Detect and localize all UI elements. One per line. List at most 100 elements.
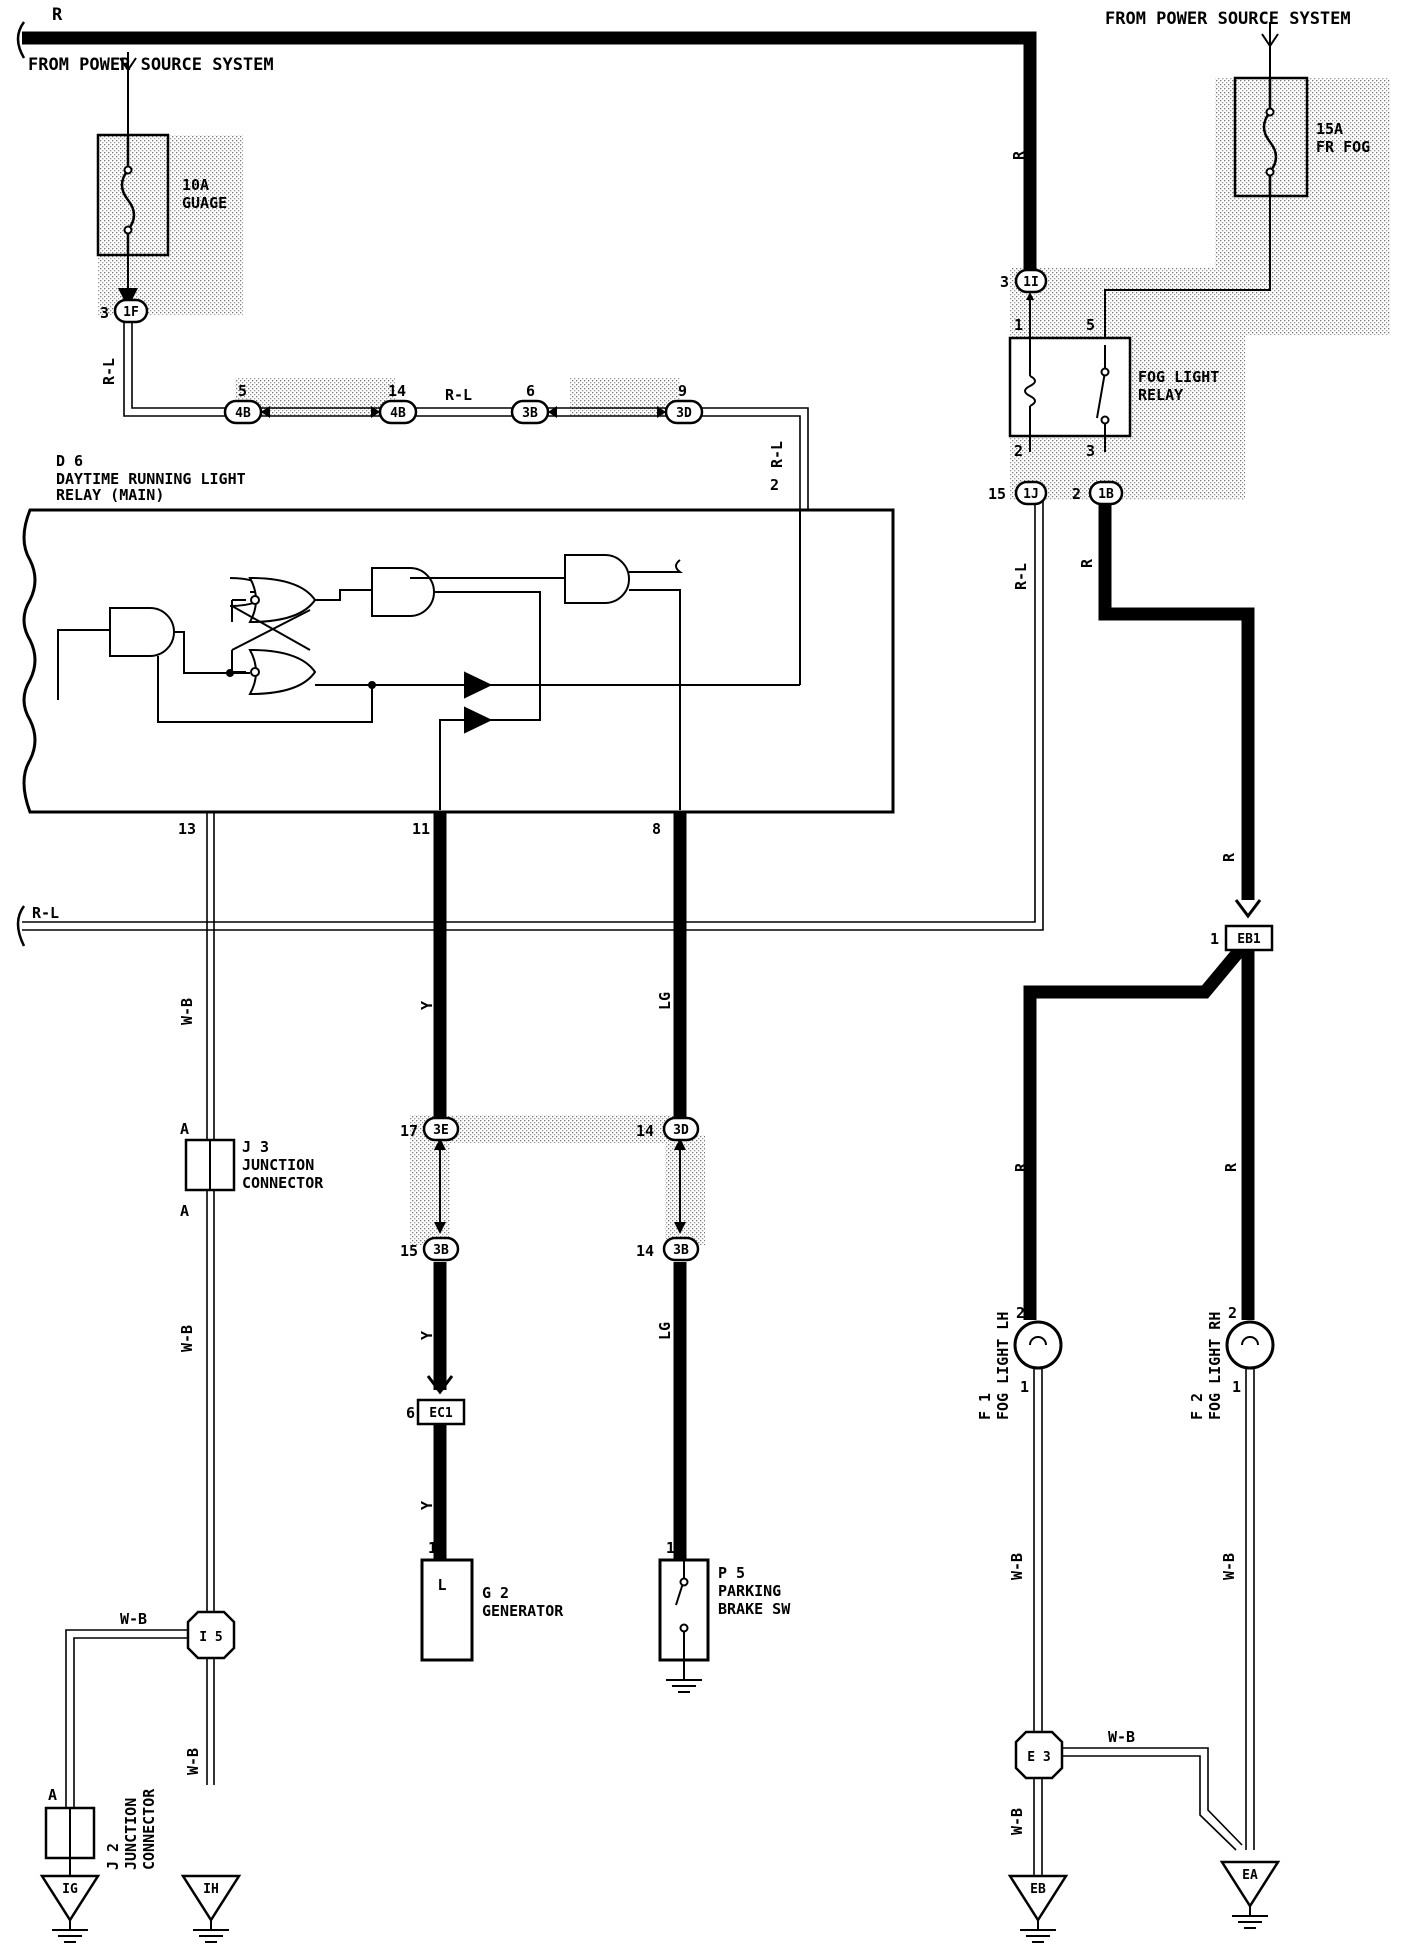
- splice-e3-label: E 3: [1027, 1750, 1050, 1765]
- arrow-power-right: [1261, 33, 1279, 48]
- arrows-lg-splice: [674, 1138, 686, 1234]
- fuse-gauge-node-bottom: [123, 225, 133, 235]
- parking-brake-name-2: BRAKE SW: [718, 1600, 791, 1618]
- wire-rl-left-a: [22, 494, 1036, 923]
- wire-fuse-fog-to-relay: [1104, 196, 1271, 345]
- parking-brake-pin: 1: [666, 1539, 675, 1557]
- parking-brake-name-1: PARKING: [718, 1582, 781, 1600]
- wire-color-rl-mid: R-L: [445, 386, 472, 404]
- fog-relay-name-1: FOG LIGHT: [1138, 368, 1219, 386]
- wire-color-wb-13: W-B: [178, 998, 196, 1025]
- pin-13: 13: [178, 820, 196, 838]
- parking-brake-node-top: [679, 1577, 689, 1587]
- connector-ec1: EC1: [416, 1398, 466, 1426]
- fog-light-lh-pin-top: 2: [1016, 1304, 1025, 1322]
- fog-light-lh-filament: [1029, 1336, 1047, 1346]
- svg-text:1F: 1F: [123, 305, 139, 320]
- wire-color-rl-left: R-L: [32, 904, 59, 922]
- ground-eb-label: EB: [1030, 1882, 1046, 1897]
- fuse-gauge-node-top: [123, 165, 133, 175]
- svg-text:EC1: EC1: [429, 1406, 453, 1421]
- fog-relay-node-bottom: [1100, 415, 1110, 425]
- connector-eb1: EB1: [1224, 924, 1274, 952]
- junction-dot-2: [368, 681, 376, 689]
- wire-color-rl-fog-relay: R-L: [1012, 563, 1030, 590]
- pin-8: 8: [652, 820, 661, 838]
- splice-i5-label: I 5: [199, 1630, 222, 1645]
- wire-r-lh: [1023, 945, 1245, 1320]
- fog-light-rh-filament: [1241, 1336, 1259, 1346]
- fog-relay-name-2: RELAY: [1138, 386, 1183, 404]
- wire-rl-top-b: [131, 322, 809, 510]
- pin-4b-b: 14: [388, 382, 406, 400]
- pin-fr2: 2: [1014, 442, 1023, 460]
- fuse-gauge-name: GUAGE: [182, 194, 227, 212]
- wire-break-left: [16, 905, 26, 947]
- svg-text:3B: 3B: [673, 1243, 689, 1258]
- pin-1i: 3: [1000, 273, 1009, 291]
- wire-break-top: [16, 21, 26, 59]
- ground-ig-symbol: [52, 1920, 88, 1943]
- wire-rl-top-a: [123, 322, 801, 510]
- ground-ea-symbol: [1232, 1906, 1268, 1929]
- svg-text:3E: 3E: [433, 1123, 449, 1138]
- svg-text:1B: 1B: [1098, 487, 1114, 502]
- pin-3b-b: 15: [400, 1242, 418, 1260]
- connector-4b-b: 4B: [378, 399, 418, 425]
- ground-eb-symbol: [1020, 1920, 1056, 1943]
- connector-3e: 3E: [422, 1116, 460, 1142]
- wire-color-y-3b: Y: [418, 1331, 436, 1340]
- junction-j2-id: J 2: [104, 1843, 122, 1870]
- ground-ig-triangle: [39, 1874, 101, 1923]
- splice-shade-3b: [570, 378, 680, 416]
- svg-text:3B: 3B: [522, 406, 538, 421]
- arrow-y-ec1: [426, 1375, 454, 1395]
- relay-main-box: [22, 508, 895, 814]
- pin-3d-a: 9: [678, 382, 687, 400]
- wire-rl-left-b: [22, 494, 1044, 931]
- connector-4b-a: 4B: [223, 399, 263, 425]
- splice-shade-lg: [665, 1135, 705, 1245]
- splice-shade-y: [410, 1135, 450, 1245]
- pin-11: 11: [412, 820, 430, 838]
- fog-light-rh-id: F 2: [1188, 1393, 1206, 1420]
- fuse-gauge-rating: 10A: [182, 176, 209, 194]
- pin-fr3: 3: [1086, 442, 1095, 460]
- power-source-right-label: FROM POWER SOURCE SYSTEM: [1105, 9, 1351, 29]
- wire-color-wb-e3: W-B: [1108, 1728, 1135, 1746]
- wire-color-wb-j3: W-B: [178, 1325, 196, 1352]
- fog-relay-coil: [1024, 375, 1036, 407]
- fog-light-lh-bulb: [1013, 1320, 1063, 1370]
- ground-ih-symbol: [193, 1920, 229, 1943]
- svg-text:3B: 3B: [433, 1243, 449, 1258]
- fuse-gauge-box: [96, 133, 170, 257]
- wire-color-rl-to-relay: R-L: [768, 441, 786, 468]
- fog-light-rh-bulb: [1225, 1320, 1275, 1370]
- pin-fr5: 5: [1086, 316, 1095, 334]
- fog-relay-node-top: [1100, 367, 1110, 377]
- ground-ih-triangle: [180, 1874, 242, 1923]
- arrow-power-left: [119, 57, 137, 72]
- wire-color-r-right-vertical: R: [1010, 150, 1028, 160]
- connector-1j: 1J: [1014, 480, 1048, 506]
- connector-3b-b: 3B: [422, 1236, 460, 1262]
- power-source-left-label: FROM POWER SOURCE SYSTEM: [28, 55, 274, 75]
- wire-color-wb-lh: W-B: [1008, 1553, 1026, 1580]
- pin-3b-c: 14: [636, 1242, 654, 1260]
- junction-j2-name-1: JUNCTION: [122, 1798, 140, 1870]
- junction-j3-id: J 3: [242, 1138, 269, 1156]
- pin-relay-2: 2: [770, 476, 779, 494]
- junction-j2-name-2: CONNECTOR: [140, 1788, 158, 1870]
- ground-ig-label: IG: [62, 1882, 78, 1897]
- junction-j3-name-1: JUNCTION: [242, 1156, 314, 1174]
- wire-color-wb-e3-down: W-B: [1008, 1808, 1026, 1835]
- wire-r-fog-out: [1098, 494, 1255, 900]
- wire-wb-i5-left-a: [65, 1629, 188, 1808]
- relay-internal-logic: [57, 510, 801, 810]
- wire-color-top-r: R: [52, 5, 63, 25]
- wire-color-r-lh: R: [1012, 1162, 1030, 1172]
- wire-color-lg-8: LG: [656, 992, 674, 1010]
- wire-wb-e3-b: [1062, 1755, 1237, 1851]
- relay-main-id: D 6: [56, 452, 83, 470]
- connector-3b-a: 3B: [510, 399, 550, 425]
